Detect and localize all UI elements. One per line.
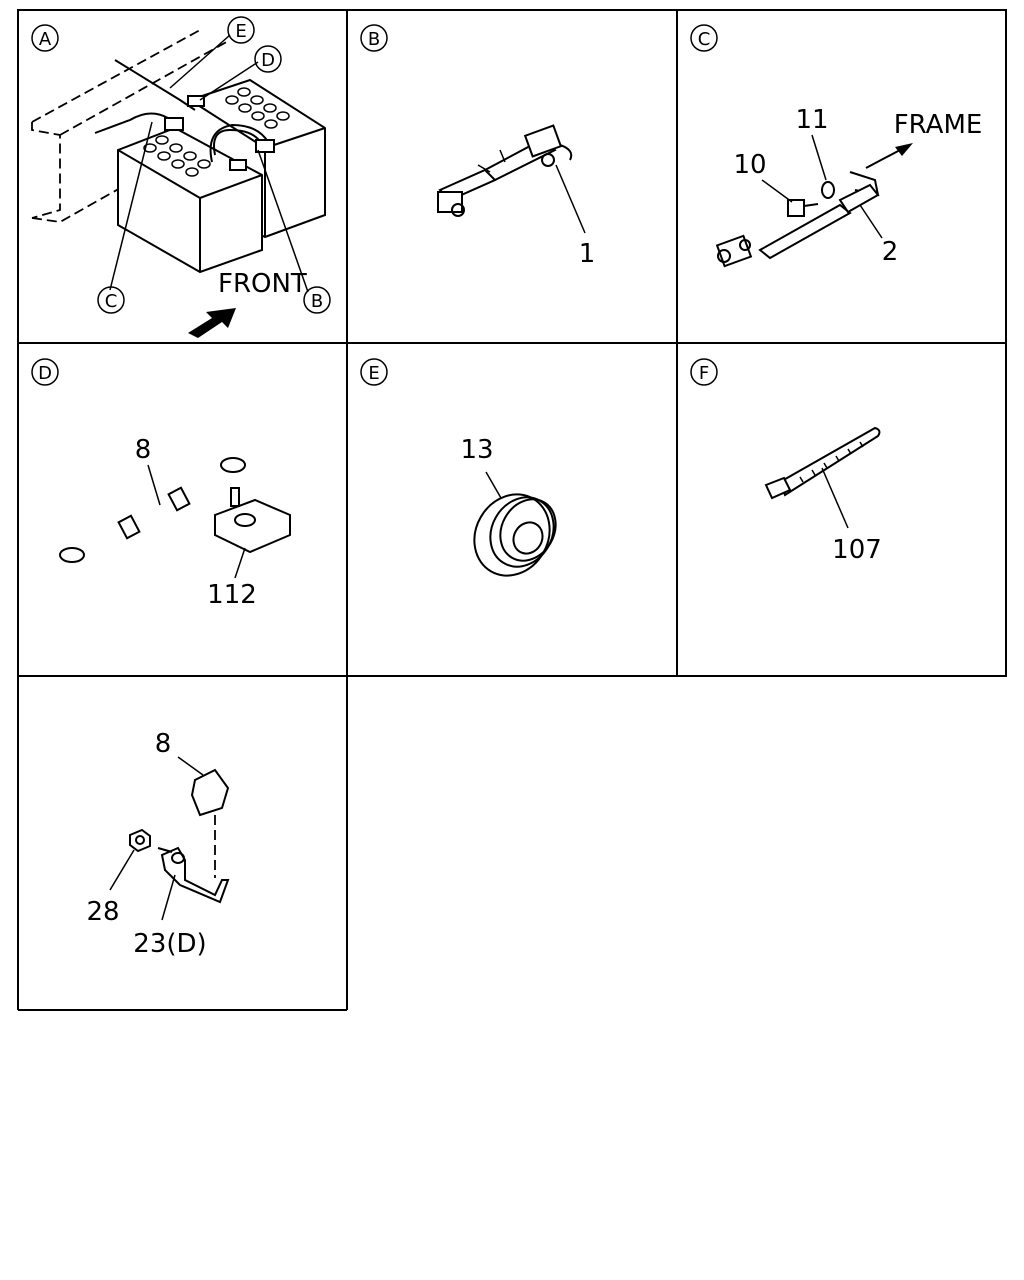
bolt-part-10 — [787, 199, 819, 217]
grid-lines — [17, 9, 1007, 1011]
part-number-23d: 23(D) — [133, 929, 206, 959]
part-number-10: 10 — [733, 150, 766, 180]
svg-text:C: C — [698, 29, 711, 50]
callout-b: B — [303, 286, 331, 314]
grommet-part-13 — [473, 493, 557, 577]
svg-text:A: A — [39, 29, 52, 50]
panel-letter-f: F — [690, 358, 718, 386]
bracket-part-23 — [157, 846, 230, 904]
front-arrow-icon — [188, 308, 236, 338]
part-number-13: 13 — [460, 435, 493, 465]
panel-c-leaders — [761, 134, 883, 239]
part-number-1: 1 — [579, 239, 596, 269]
part-number-112: 112 — [207, 580, 257, 610]
part-number-8-clip: 8 — [155, 729, 172, 759]
callout-d: D — [254, 45, 282, 73]
panel-letter-c: C — [690, 24, 718, 52]
battery-front — [117, 126, 263, 274]
panel-letter-b: B — [360, 24, 388, 52]
part-number-28: 28 — [86, 897, 119, 927]
battery-cables — [94, 59, 275, 171]
panel-a: A — [31, 16, 331, 338]
panel-b: B 1 — [360, 24, 596, 269]
panel-a-leaders — [109, 34, 309, 293]
washer-part-11 — [821, 181, 835, 199]
cable-tie-part-107 — [764, 426, 881, 529]
callout-e: E — [227, 16, 255, 44]
svg-text:D: D — [261, 50, 275, 71]
panel-letter-e: E — [360, 358, 388, 386]
svg-text:F: F — [699, 363, 709, 384]
svg-text:B: B — [311, 291, 323, 312]
part-number-2: 2 — [882, 237, 899, 267]
cable-part-8 — [59, 457, 246, 563]
svg-text:D: D — [38, 363, 52, 384]
panel-e: E 13 — [360, 358, 557, 577]
front-label: FRONT — [218, 269, 307, 299]
panel-letter-d: D — [31, 358, 59, 386]
callout-c: C — [97, 286, 125, 314]
svg-text:B: B — [368, 29, 380, 50]
nut-part-28 — [129, 828, 151, 853]
frame-arrow-icon — [865, 143, 913, 169]
ground-cable-part-2 — [715, 171, 880, 268]
panel-d: D 8 112 — [31, 358, 291, 610]
terminal-part-112 — [214, 487, 291, 579]
svg-text:E: E — [235, 21, 246, 42]
part-number-11: 11 — [795, 105, 828, 135]
panel-c: C 11 10 2 FRAME — [690, 24, 983, 268]
part-number-8: 8 — [135, 435, 152, 465]
panel-g-leaders — [109, 849, 176, 921]
part-number-107: 107 — [832, 535, 882, 565]
frame-label: FRAME — [894, 110, 983, 140]
panel-letter-a: A — [31, 24, 59, 52]
svg-text:E: E — [368, 363, 379, 384]
panel-g: 8 28 23(D) — [86, 729, 261, 959]
svg-text:C: C — [105, 291, 118, 312]
panel-f: F 107 — [690, 358, 882, 565]
battery-cable-part-1 — [437, 124, 586, 234]
cable-with-clip — [159, 749, 261, 817]
